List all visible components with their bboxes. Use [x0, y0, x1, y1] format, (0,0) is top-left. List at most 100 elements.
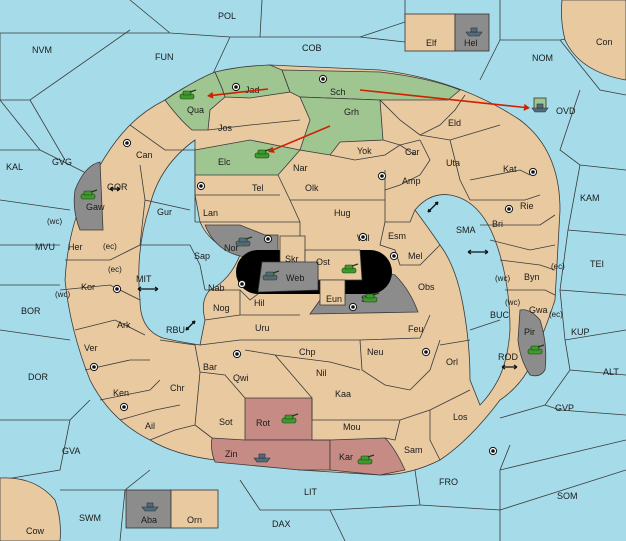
label-ail: Ail — [145, 421, 155, 431]
strait-arrow-rbu — [185, 320, 196, 331]
sea-label-pol: POL — [218, 11, 236, 21]
sea-label-con: Con — [596, 37, 613, 47]
label-ver: Ver — [84, 343, 98, 353]
territory-qua[interactable] — [164, 71, 226, 131]
supply-center-kor — [112, 284, 122, 294]
coast-labels: (wc) (ec) (ec) (wc) (wc) (ec) (wc) (ec) — [47, 217, 565, 319]
label-los: Los — [453, 412, 468, 422]
label-elc: Elc — [218, 157, 231, 167]
label-kar: Kar — [339, 452, 353, 462]
territory-cow[interactable] — [0, 477, 61, 541]
sea-label-cob: COB — [302, 43, 322, 53]
sea-label-buc: BUC — [490, 310, 510, 320]
sea-label-lit: LIT — [304, 487, 318, 497]
sea-label-bor: BOR — [21, 306, 41, 316]
sea-label-gvg: GVG — [52, 157, 72, 167]
label-obs: Obs — [418, 282, 435, 292]
label-chp: Chp — [299, 347, 316, 357]
supply-center-bar — [232, 349, 242, 359]
sea-label-gva: GVA — [62, 446, 80, 456]
fleet-unit-ovd[interactable] — [531, 103, 549, 113]
sea-label-nom: NOM — [532, 53, 553, 63]
sea-label-fro: FRO — [439, 477, 458, 487]
supply-center-kat — [528, 167, 538, 177]
label-neu: Neu — [367, 347, 384, 357]
label-tel: Tel — [252, 183, 264, 193]
army-unit-kar[interactable] — [357, 454, 375, 465]
territory-web-core[interactable] — [257, 261, 319, 293]
sea-label-kup: KUP — [571, 327, 590, 337]
army-unit-pir[interactable] — [527, 344, 545, 355]
supply-center-ail — [119, 402, 129, 412]
territory-con[interactable] — [561, 0, 626, 81]
sea-label-rbu: RBU — [166, 325, 185, 335]
sea-label-nvm: NVM — [32, 45, 52, 55]
supply-center-nab — [237, 279, 247, 289]
label-grh: Grh — [344, 107, 359, 117]
move-order-jad-qua — [207, 88, 269, 99]
label-gur: Gur — [157, 207, 172, 217]
label-feu: Feu — [408, 324, 424, 334]
label-eld: Eld — [448, 118, 461, 128]
army-unit-sun[interactable] — [362, 292, 380, 303]
fleet-unit-aba[interactable] — [141, 502, 159, 512]
label-uru: Uru — [255, 323, 270, 333]
fleet-unit-zin[interactable] — [253, 453, 271, 463]
label-car: Car — [405, 147, 420, 157]
territory-orn[interactable] — [170, 489, 219, 529]
label-chr: Chr — [170, 383, 185, 393]
sea-label-gvp: GVP — [555, 403, 574, 413]
supply-center-sun — [348, 302, 358, 312]
label-orn: Orn — [187, 515, 202, 525]
label-byn: Byn — [524, 272, 540, 282]
sea-label-mvu: MVU — [35, 242, 55, 252]
sea-label-mit: MIT — [136, 274, 152, 284]
territory-elf[interactable] — [404, 13, 456, 52]
territory-eun[interactable] — [319, 279, 346, 306]
label-eun: Eun — [326, 294, 342, 304]
label-aba: Aba — [141, 515, 157, 525]
sea-labels: POL NVM FUN COB NOM Con OVD KAL GVG GOR … — [6, 11, 619, 536]
label-hug: Hug — [334, 208, 351, 218]
army-unit-qua[interactable] — [179, 89, 197, 100]
label-bri: Bri — [492, 219, 503, 229]
label-qwi: Qwi — [233, 373, 249, 383]
move-order-sch-ovd — [359, 89, 530, 111]
label-zin: Zin — [225, 449, 238, 459]
sea-label-som: SOM — [557, 491, 578, 501]
supply-center-yok — [377, 171, 387, 181]
army-unit-nor[interactable] — [235, 236, 253, 247]
sea-label-alt: ALT — [603, 367, 619, 377]
territory-grh[interactable] — [299, 96, 384, 156]
label-web: Web — [286, 273, 304, 283]
label-nor: Nor — [224, 243, 239, 253]
supply-centers — [89, 74, 538, 456]
army-unit-rot[interactable] — [281, 413, 299, 424]
coast-label-gwa-ec: (ec) — [549, 310, 563, 319]
coast-label-gwa-wc: (wc) — [505, 298, 520, 307]
label-sap: Sap — [194, 251, 210, 261]
sea-label-kam: KAM — [580, 193, 600, 203]
label-olk: Olk — [305, 183, 319, 193]
label-jad: Jad — [245, 85, 260, 95]
army-unit-web[interactable] — [262, 270, 280, 281]
east-strait — [414, 194, 511, 406]
strait-arrows — [109, 186, 518, 370]
label-ken: Ken — [113, 388, 129, 398]
label-mou: Mou — [343, 422, 361, 432]
label-kaa: Kaa — [335, 389, 351, 399]
army-unit-elc[interactable] — [254, 148, 272, 159]
label-yok: Yok — [357, 146, 372, 156]
fleet-unit-hel[interactable] — [465, 27, 483, 37]
label-ost: Ost — [316, 257, 331, 267]
sea-label-swm: SWM — [79, 513, 101, 523]
label-rie: Rie — [520, 201, 534, 211]
label-orl: Orl — [446, 357, 458, 367]
army-unit-ost[interactable] — [341, 263, 359, 274]
sea-label-dax: DAX — [272, 519, 291, 529]
sea-label-tei: TEI — [590, 259, 604, 269]
army-unit-gaw[interactable] — [80, 189, 98, 200]
territory-pir[interactable] — [517, 309, 547, 377]
label-kor: Kor — [81, 282, 95, 292]
